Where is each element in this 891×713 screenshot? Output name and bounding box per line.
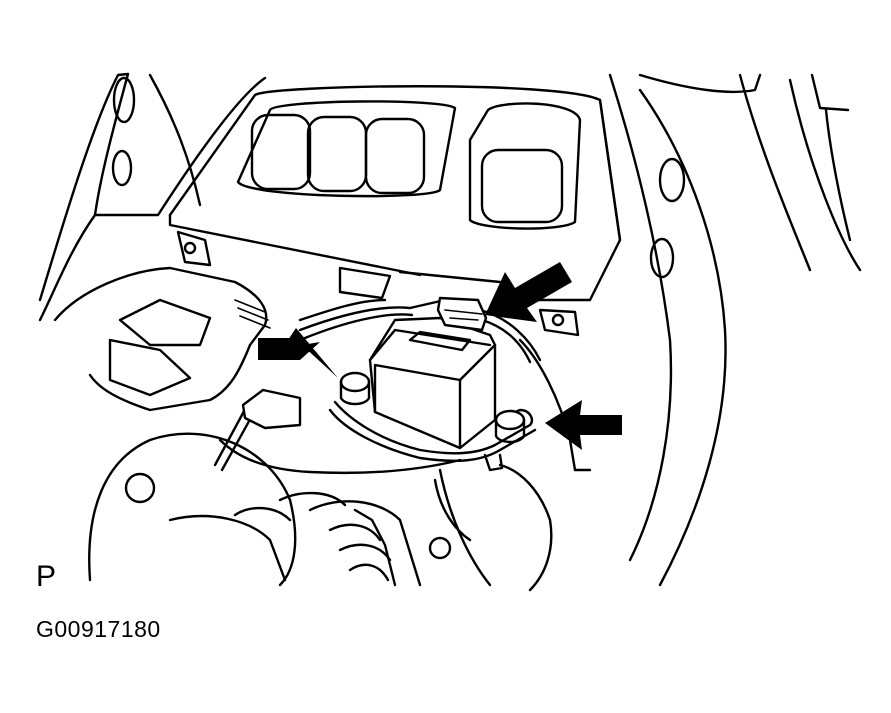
figure-code: G00917180	[36, 616, 161, 642]
view-letter: P	[36, 560, 57, 593]
switch-button-2	[306, 115, 368, 193]
harness-connector	[241, 388, 302, 430]
switch-button-1	[250, 113, 312, 191]
right-panel-hole-lower	[649, 237, 675, 279]
right-console-panel	[608, 73, 862, 587]
shift-lever-knob	[88, 432, 347, 587]
sensor-bolt-left	[339, 371, 371, 393]
switch-panel	[168, 85, 622, 337]
knob-button	[124, 472, 156, 504]
right-panel-hole-upper	[658, 157, 686, 203]
left-console-panel	[38, 72, 267, 322]
arrow-connector	[485, 262, 572, 322]
arrow-left-bolt	[258, 328, 338, 378]
tunnel-bolt-hole	[428, 536, 452, 560]
airbag-sensor-assembly	[328, 296, 537, 472]
arrow-right-bolt	[545, 400, 622, 450]
switch-button-4	[480, 148, 564, 224]
left-panel-hole-upper	[112, 76, 136, 124]
sensor-connector	[436, 296, 488, 332]
shift-boot	[308, 500, 422, 587]
sensor-bolt-right	[494, 409, 526, 431]
left-panel-hole-lower	[111, 149, 133, 187]
switch-button-3	[364, 117, 426, 195]
right-mounting-clip	[551, 313, 565, 327]
sensor-label-plate	[408, 330, 472, 352]
indicator-arrows	[258, 262, 622, 450]
left-connector-bundle	[53, 266, 271, 412]
left-mounting-clip	[183, 241, 197, 255]
